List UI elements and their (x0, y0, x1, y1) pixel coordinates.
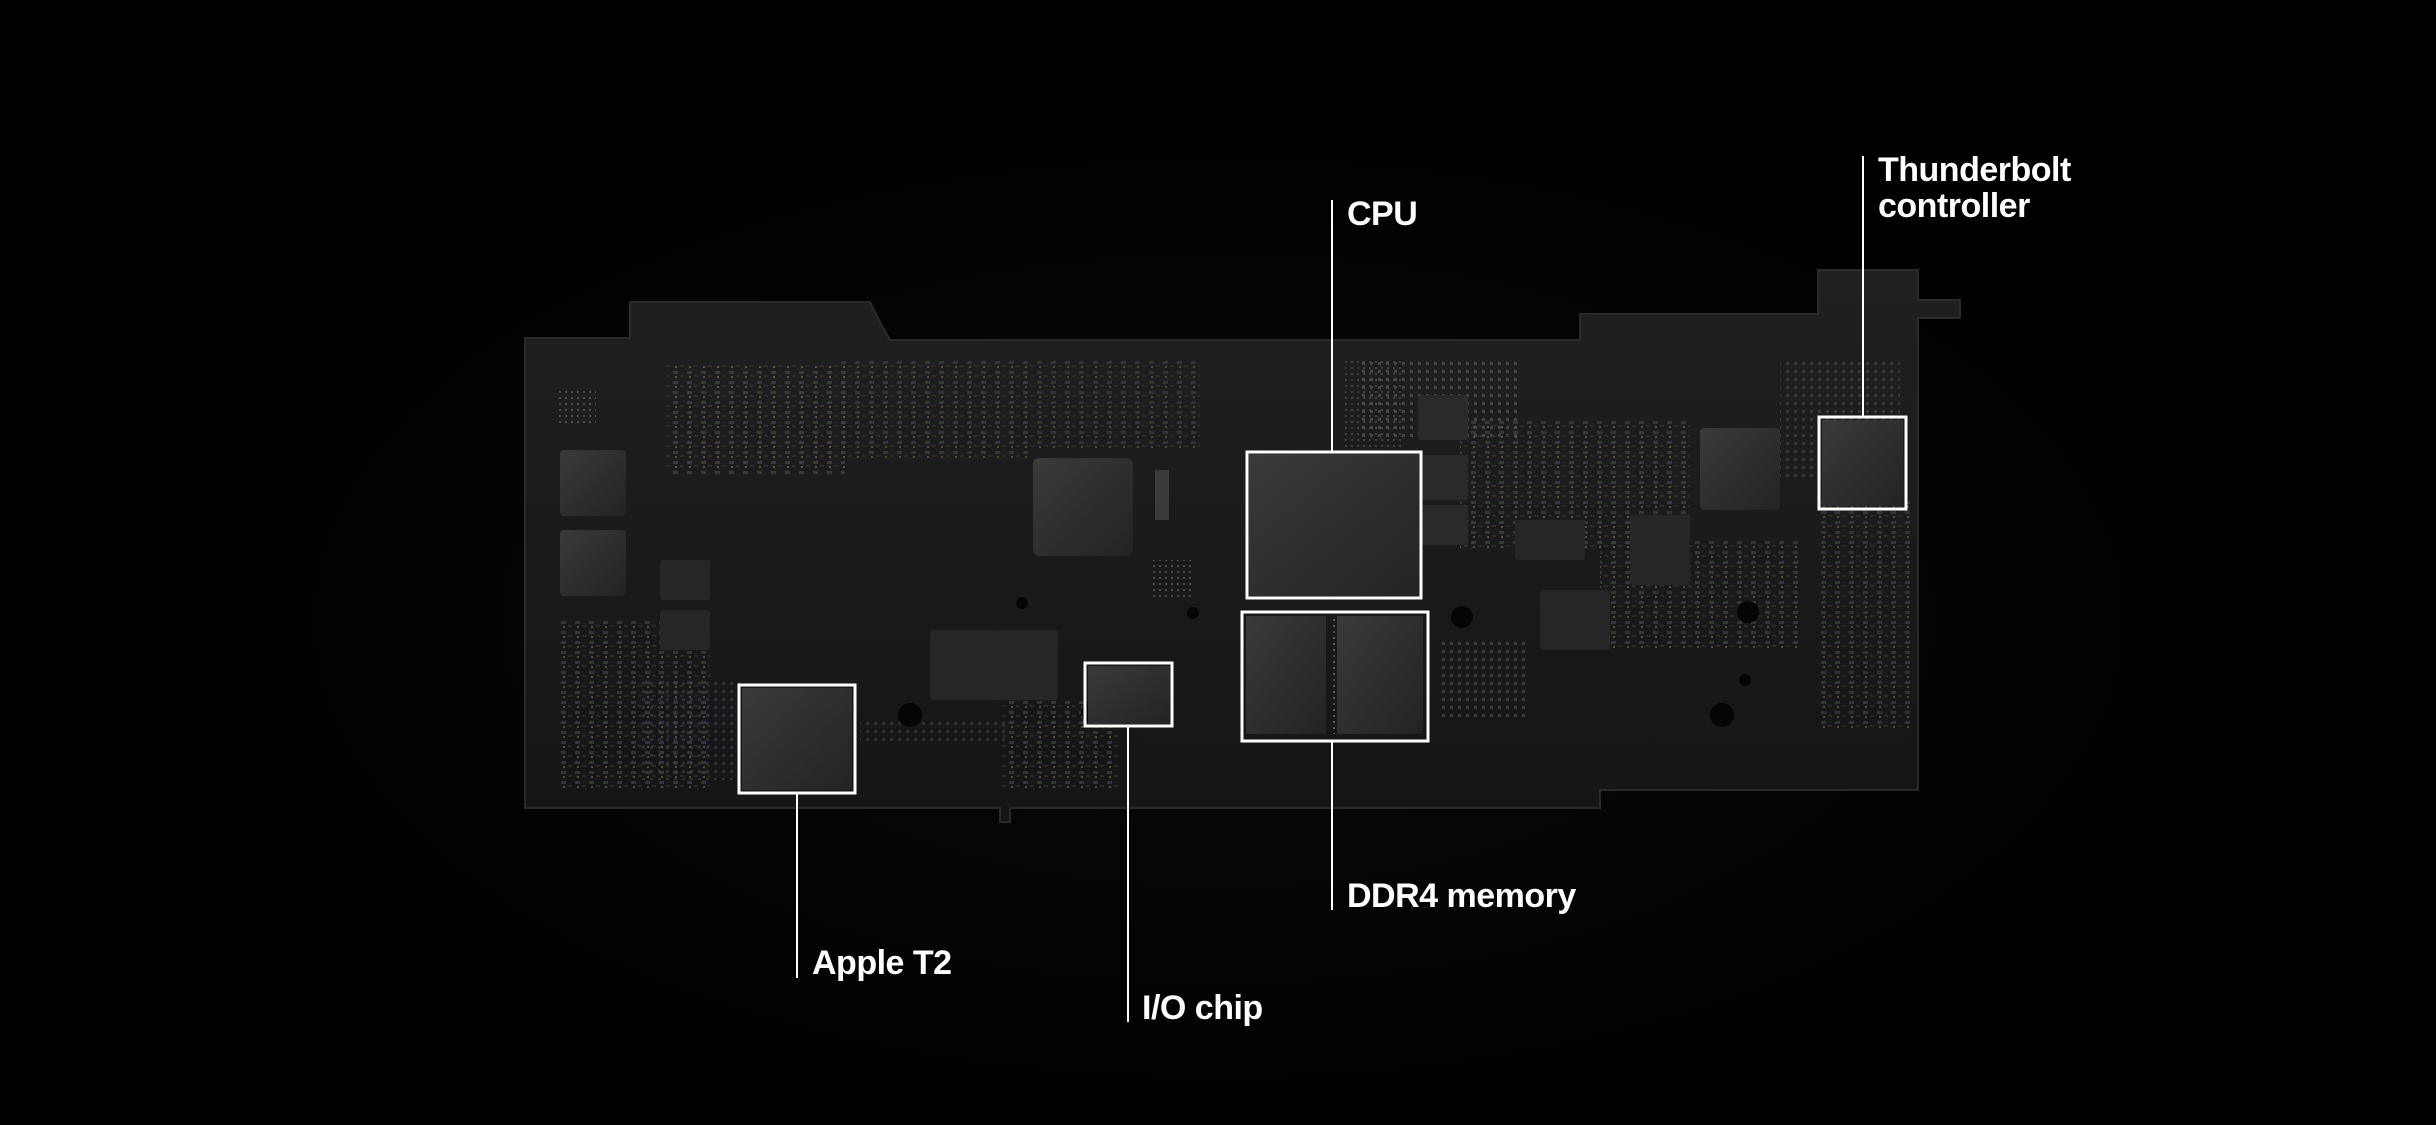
apple-t2-label: Apple T2 (812, 945, 952, 981)
io-chip (1085, 663, 1172, 726)
cpu-chip (1247, 452, 1421, 598)
cpu-label: CPU (1347, 196, 1417, 232)
ddr4-memory-label: DDR4 memory (1347, 878, 1576, 914)
thunderbolt-controller-chip (1819, 417, 1906, 509)
thunderbolt-controller-label: Thunderbolt controller (1878, 152, 2071, 224)
io-chip-label: I/O chip (1142, 990, 1263, 1026)
thunderbolt-label-line-2: controller (1878, 188, 2071, 224)
thunderbolt-label-line-1: Thunderbolt (1878, 152, 2071, 188)
apple-t2-chip (739, 685, 855, 793)
